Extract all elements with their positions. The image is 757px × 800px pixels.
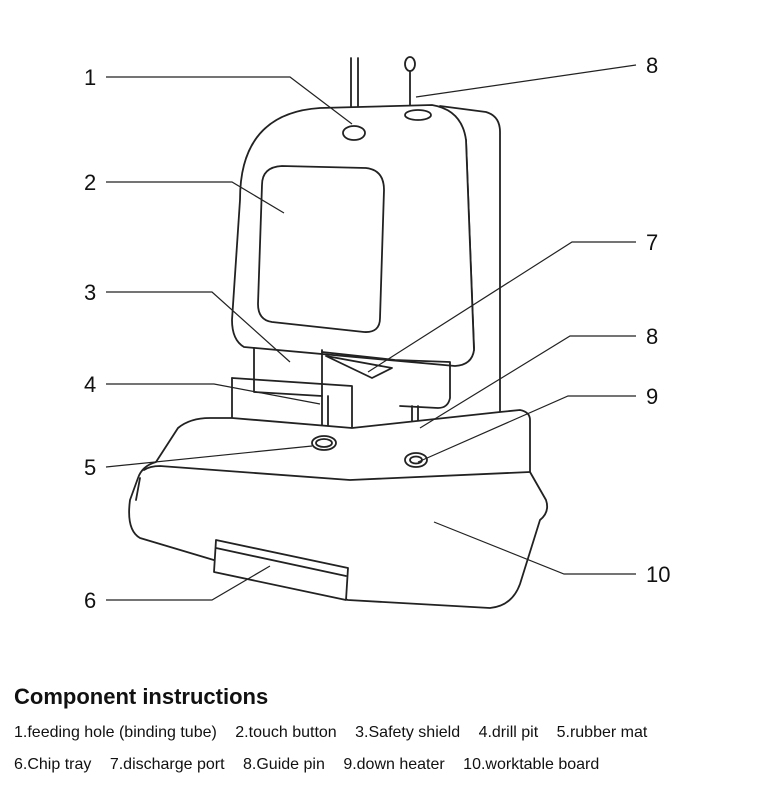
callout-10: 10: [646, 562, 670, 587]
binding-machine-diagram: 1 2 3 4 5 6 7 8 8 9 10: [84, 53, 670, 613]
callout-labels: 1 2 3 4 5 6 7 8 8 9 10: [84, 53, 670, 613]
caption-item-safety-shield: 3.Safety shield: [355, 724, 461, 741]
caption-title: Component instructions: [14, 684, 269, 709]
callout-6: 6: [84, 588, 96, 613]
callout-8-mid: 8: [646, 324, 658, 349]
callout-2: 2: [84, 170, 96, 195]
caption-item-rubber-mat: 5.rubber mat: [556, 724, 648, 741]
caption-item-chip-tray: 6.Chip tray: [14, 756, 92, 773]
caption-item-touch-button: 2.touch button: [235, 724, 337, 741]
machine-drawing: [128, 56, 549, 609]
caption-item-discharge-port: 7.discharge port: [109, 756, 225, 773]
callout-7: 7: [646, 230, 658, 255]
callout-1: 1: [84, 65, 96, 90]
caption-item-worktable-board: 10.worktable board: [463, 756, 600, 773]
caption-item-guide-pin: 8.Guide pin: [243, 756, 325, 773]
callout-5: 5: [84, 455, 96, 480]
callout-4: 4: [84, 372, 96, 397]
caption-item-drill-pit: 4.drill pit: [478, 724, 539, 741]
caption-row-2: 6.Chip tray 7.discharge port 8.Guide pin…: [14, 756, 613, 774]
caption-row-1: 1.feeding hole (binding tube) 2.touch bu…: [14, 724, 661, 742]
caption-item-feeding-hole: 1.feeding hole (binding tube): [14, 724, 217, 741]
callout-9: 9: [646, 384, 658, 409]
callout-8-top: 8: [646, 53, 658, 78]
leader-lines: [105, 64, 637, 601]
caption-item-down-heater: 9.down heater: [343, 756, 445, 773]
callout-3: 3: [84, 280, 96, 305]
